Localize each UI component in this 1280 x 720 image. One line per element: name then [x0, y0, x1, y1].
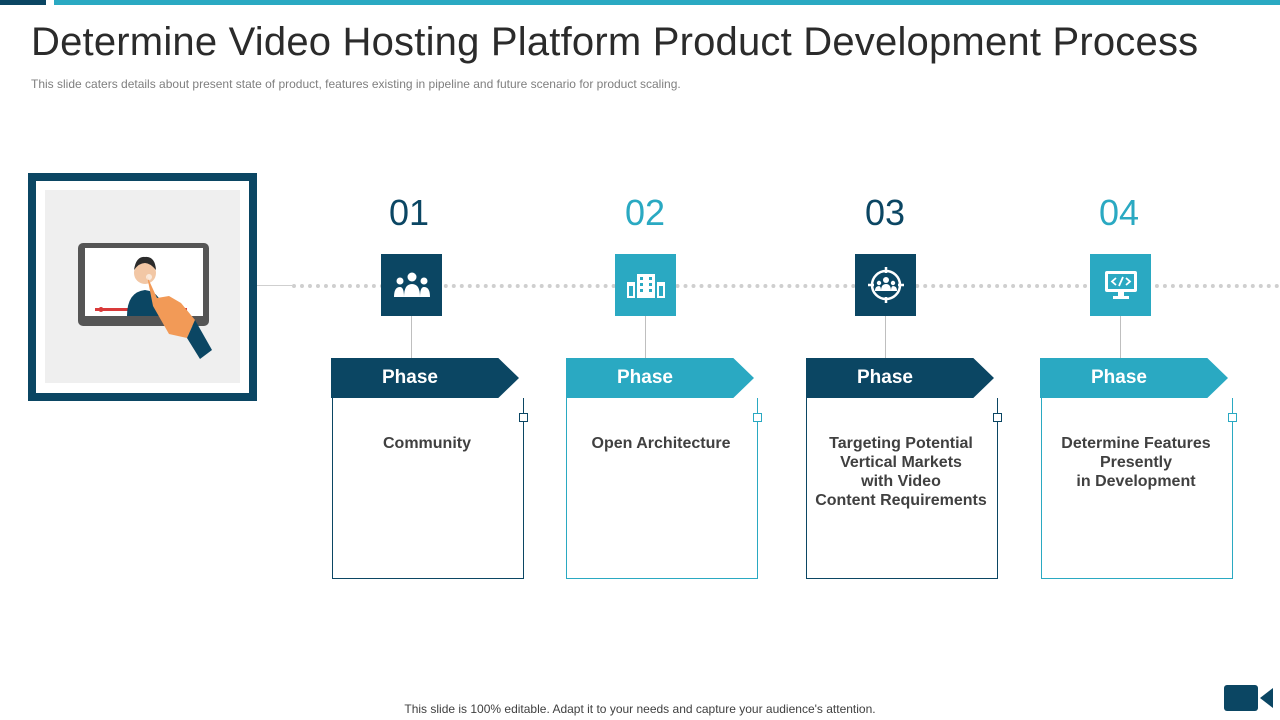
- hero-image-frame: [28, 173, 257, 401]
- timeline-dotted-line: [292, 284, 1280, 288]
- video-touch-icon: [78, 243, 212, 359]
- phase-number: 02: [624, 192, 666, 233]
- phase-number: 03: [864, 192, 906, 233]
- phase-card: [332, 398, 524, 579]
- footer-note: This slide is 100% editable. Adapt it to…: [404, 702, 876, 716]
- timeline-connector: [257, 285, 292, 286]
- card-corner-marker: [993, 413, 1002, 422]
- phase-card: [806, 398, 998, 579]
- phase-description: Community: [383, 435, 471, 452]
- buildings-icon: [626, 274, 665, 298]
- target-group-icon: [867, 267, 904, 303]
- phase-description: Targeting Potential Vertical Markets wit…: [815, 435, 987, 509]
- slide-subtitle: This slide caters details about present …: [31, 77, 681, 91]
- phase-connector: [645, 316, 646, 358]
- phase-description: Open Architecture: [591, 435, 731, 452]
- team-icon: [393, 272, 430, 297]
- phase-banner: [1040, 358, 1228, 398]
- card-corner-marker: [1228, 413, 1237, 422]
- card-corner-marker: [753, 413, 762, 422]
- slide-title: Determine Video Hosting Platform Product…: [31, 20, 1199, 64]
- card-corner-marker: [519, 413, 528, 422]
- phase-connector: [411, 316, 412, 358]
- phase-banner: [331, 358, 519, 398]
- phase-icon-box: [615, 254, 676, 316]
- phase-label: Phase: [382, 367, 438, 388]
- phase-label: Phase: [1091, 367, 1147, 388]
- phase-number: 04: [1098, 192, 1140, 233]
- phase-label: Phase: [857, 367, 913, 388]
- phase-card: [566, 398, 758, 579]
- phase-card: [1041, 398, 1233, 579]
- phase-connector: [1120, 316, 1121, 358]
- phase-label: Phase: [617, 367, 673, 388]
- top-accent-bar-teal: [54, 0, 1280, 5]
- phase-icon-box: [1090, 254, 1151, 316]
- phase-number: 01: [388, 192, 430, 233]
- phase-icon-box: [855, 254, 916, 316]
- phase-connector: [885, 316, 886, 358]
- video-camera-icon: [1224, 685, 1273, 711]
- top-accent-bar-dark: [0, 0, 46, 5]
- phase-description: Determine Features Presently in Developm…: [1061, 435, 1211, 490]
- monitor-code-icon: [1104, 271, 1137, 299]
- phase-banner: [566, 358, 754, 398]
- phase-banner: [806, 358, 994, 398]
- phase-icon-box: [381, 254, 442, 316]
